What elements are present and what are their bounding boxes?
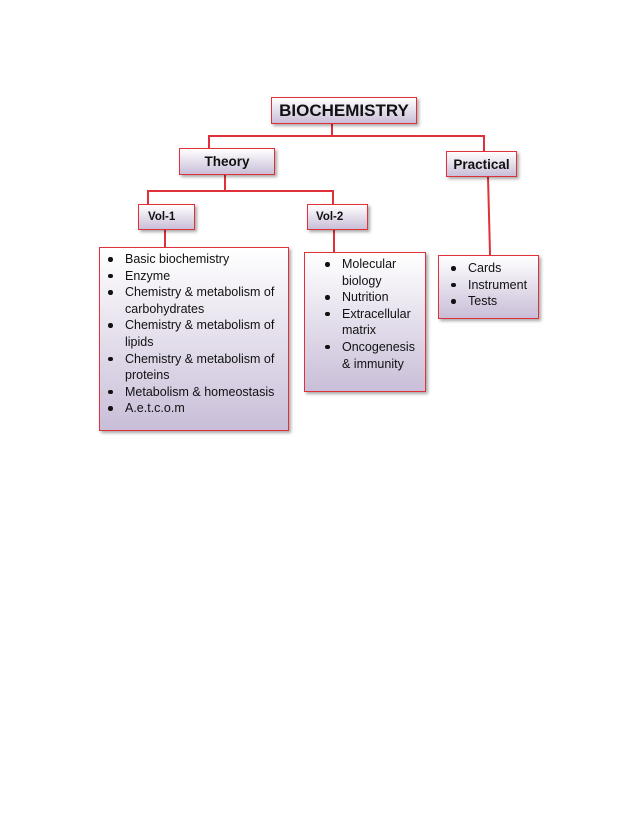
theory-node: Theory (179, 148, 275, 175)
root-node: BIOCHEMISTRY (271, 97, 417, 124)
list-item: Chemistry & metabolism of lipids (100, 317, 280, 350)
connector (147, 190, 333, 192)
vol1-node: Vol-1 (138, 204, 195, 230)
list-item: Chemistry & metabolism of carbohydrates (100, 284, 280, 317)
connector (487, 176, 491, 256)
theory-label: Theory (204, 154, 250, 169)
connector (147, 190, 149, 204)
list-item: Extracellular matrix (317, 306, 419, 339)
list-item: Basic biochemistry (100, 251, 280, 268)
vol1-label: Vol-1 (148, 211, 176, 223)
list-item: Chemistry & metabolism of proteins (100, 351, 280, 384)
list-item: Tests (443, 293, 534, 310)
list-item: Oncogenesis & immunity (317, 339, 419, 372)
connector (208, 135, 484, 137)
list-item: Molecular biology (317, 256, 419, 289)
connector (164, 230, 166, 247)
list-item: Metabolism & homeostasis (100, 384, 280, 401)
vol2-node: Vol-2 (307, 204, 368, 230)
practical-label: Practical (453, 156, 510, 172)
list-item: Enzyme (100, 268, 280, 285)
connector (208, 135, 210, 148)
practical-topics: Cards Instrument Tests (438, 255, 539, 319)
connector (483, 135, 485, 151)
connector (332, 190, 334, 204)
list-item: Instrument (443, 277, 534, 294)
connector (224, 175, 226, 191)
connector (331, 124, 333, 136)
vol2-label: Vol-2 (316, 211, 344, 223)
connector (333, 230, 335, 252)
vol1-topics: Basic biochemistry Enzyme Chemistry & me… (99, 247, 289, 431)
list-item: A.e.t.c.o.m (100, 400, 280, 417)
list-item: Nutrition (317, 289, 419, 306)
practical-node: Practical (446, 151, 517, 177)
root-label: BIOCHEMISTRY (279, 100, 409, 120)
list-item: Cards (443, 260, 534, 277)
vol2-topics: Molecular biology Nutrition Extracellula… (304, 252, 426, 392)
